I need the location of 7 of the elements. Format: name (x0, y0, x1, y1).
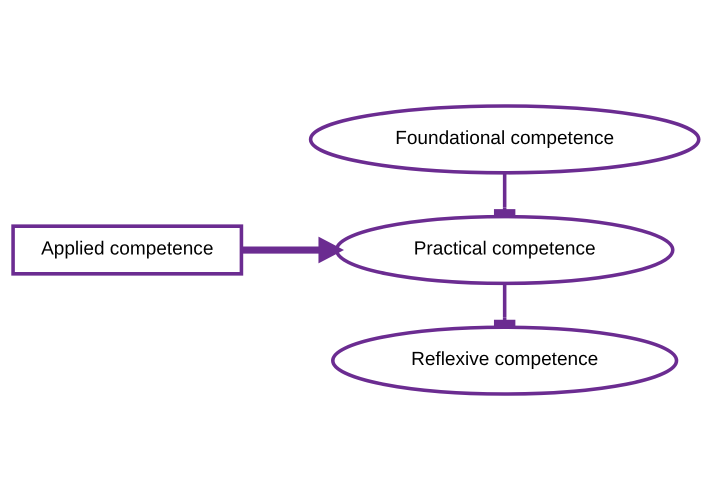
node-ellipse: Reflexive competence (331, 324, 678, 396)
connector (494, 172, 516, 216)
node-box: Applied competence (11, 224, 244, 276)
node-ellipse: Practical competence (334, 214, 675, 285)
connector (494, 283, 516, 326)
node-ellipse: Foundational competence (308, 104, 701, 174)
arrow (241, 236, 344, 263)
